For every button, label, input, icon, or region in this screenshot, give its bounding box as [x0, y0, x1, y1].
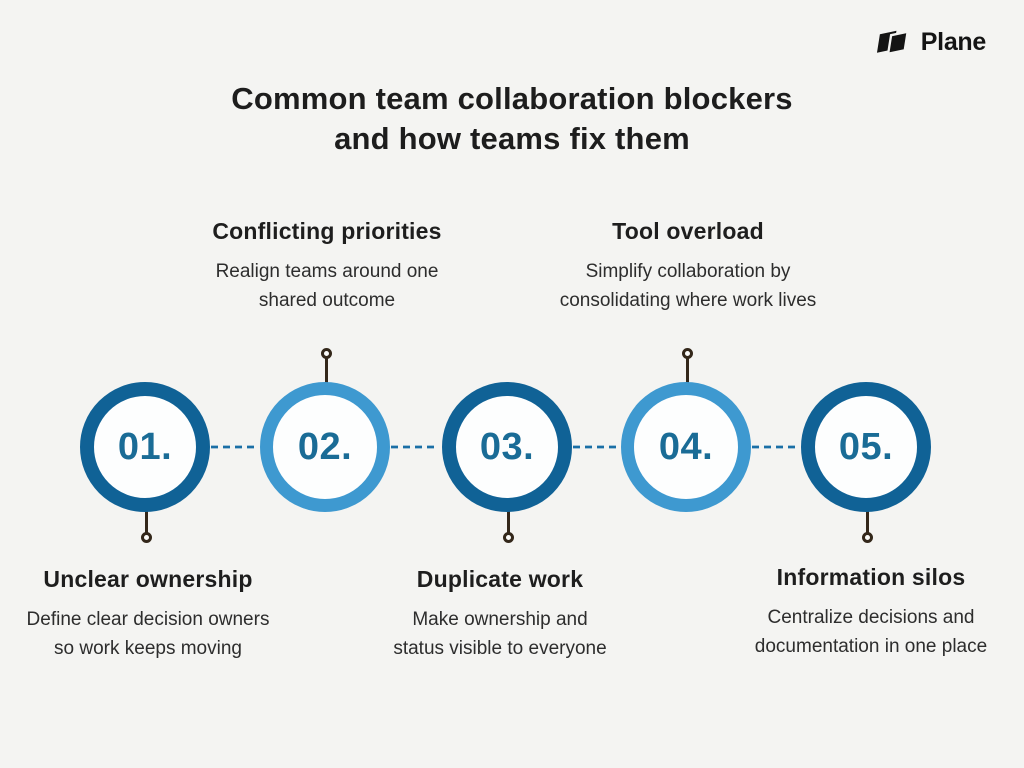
- connector-line: [573, 445, 621, 449]
- step-circle-05: 05.: [801, 382, 931, 512]
- plane-logo-icon: [876, 27, 913, 57]
- pin-dot: [862, 532, 873, 543]
- step-label-tool-overload: Tool overload Simplify collaboration by …: [518, 218, 858, 315]
- connector-line: [752, 445, 800, 449]
- step-heading: Duplicate work: [416, 566, 584, 592]
- pin-stem: [325, 357, 328, 383]
- pin-stem: [866, 510, 869, 534]
- step-circle-04: 04.: [621, 382, 751, 512]
- pin-dot: [503, 532, 514, 543]
- step-heading: Conflicting priorities: [212, 218, 442, 244]
- step-heading: Information silos: [776, 564, 966, 590]
- step-label-conflicting-priorities: Conflicting priorities Realign teams aro…: [157, 218, 497, 315]
- step-heading: Tool overload: [612, 218, 764, 244]
- page-title: Common team collaboration blockers and h…: [231, 81, 793, 156]
- step-label-information-silos: Information silos Centralize decisions a…: [711, 564, 1024, 661]
- connector-line: [211, 445, 259, 449]
- step-number: 02.: [297, 425, 353, 468]
- step-circle-02: 02.: [260, 382, 390, 512]
- step-description: Define clear decision owners so work kee…: [26, 609, 270, 659]
- step-description: Centralize decisions and documentation i…: [754, 607, 988, 657]
- step-description: Make ownership and status visible to eve…: [393, 609, 607, 659]
- step-circle-03: 03.: [442, 382, 572, 512]
- pin-stem: [145, 510, 148, 534]
- step-label-duplicate-work: Duplicate work Make ownership and status…: [340, 566, 660, 663]
- step-number: 05.: [838, 425, 894, 468]
- step-heading: Unclear ownership: [43, 566, 253, 592]
- step-number: 04.: [658, 425, 714, 468]
- step-label-unclear-ownership: Unclear ownership Define clear decision …: [0, 566, 308, 663]
- brand-logo: Plane: [876, 27, 986, 57]
- step-description: Realign teams around one shared outcome: [215, 261, 439, 311]
- step-number: 03.: [479, 425, 535, 468]
- pin-stem: [686, 357, 689, 383]
- pin-stem: [507, 510, 510, 534]
- pin-dot: [141, 532, 152, 543]
- step-description: Simplify collaboration by consolidating …: [559, 261, 817, 311]
- connector-line: [391, 445, 439, 449]
- brand-name: Plane: [920, 27, 987, 56]
- step-number: 01.: [117, 425, 173, 468]
- step-circle-01: 01.: [80, 382, 210, 512]
